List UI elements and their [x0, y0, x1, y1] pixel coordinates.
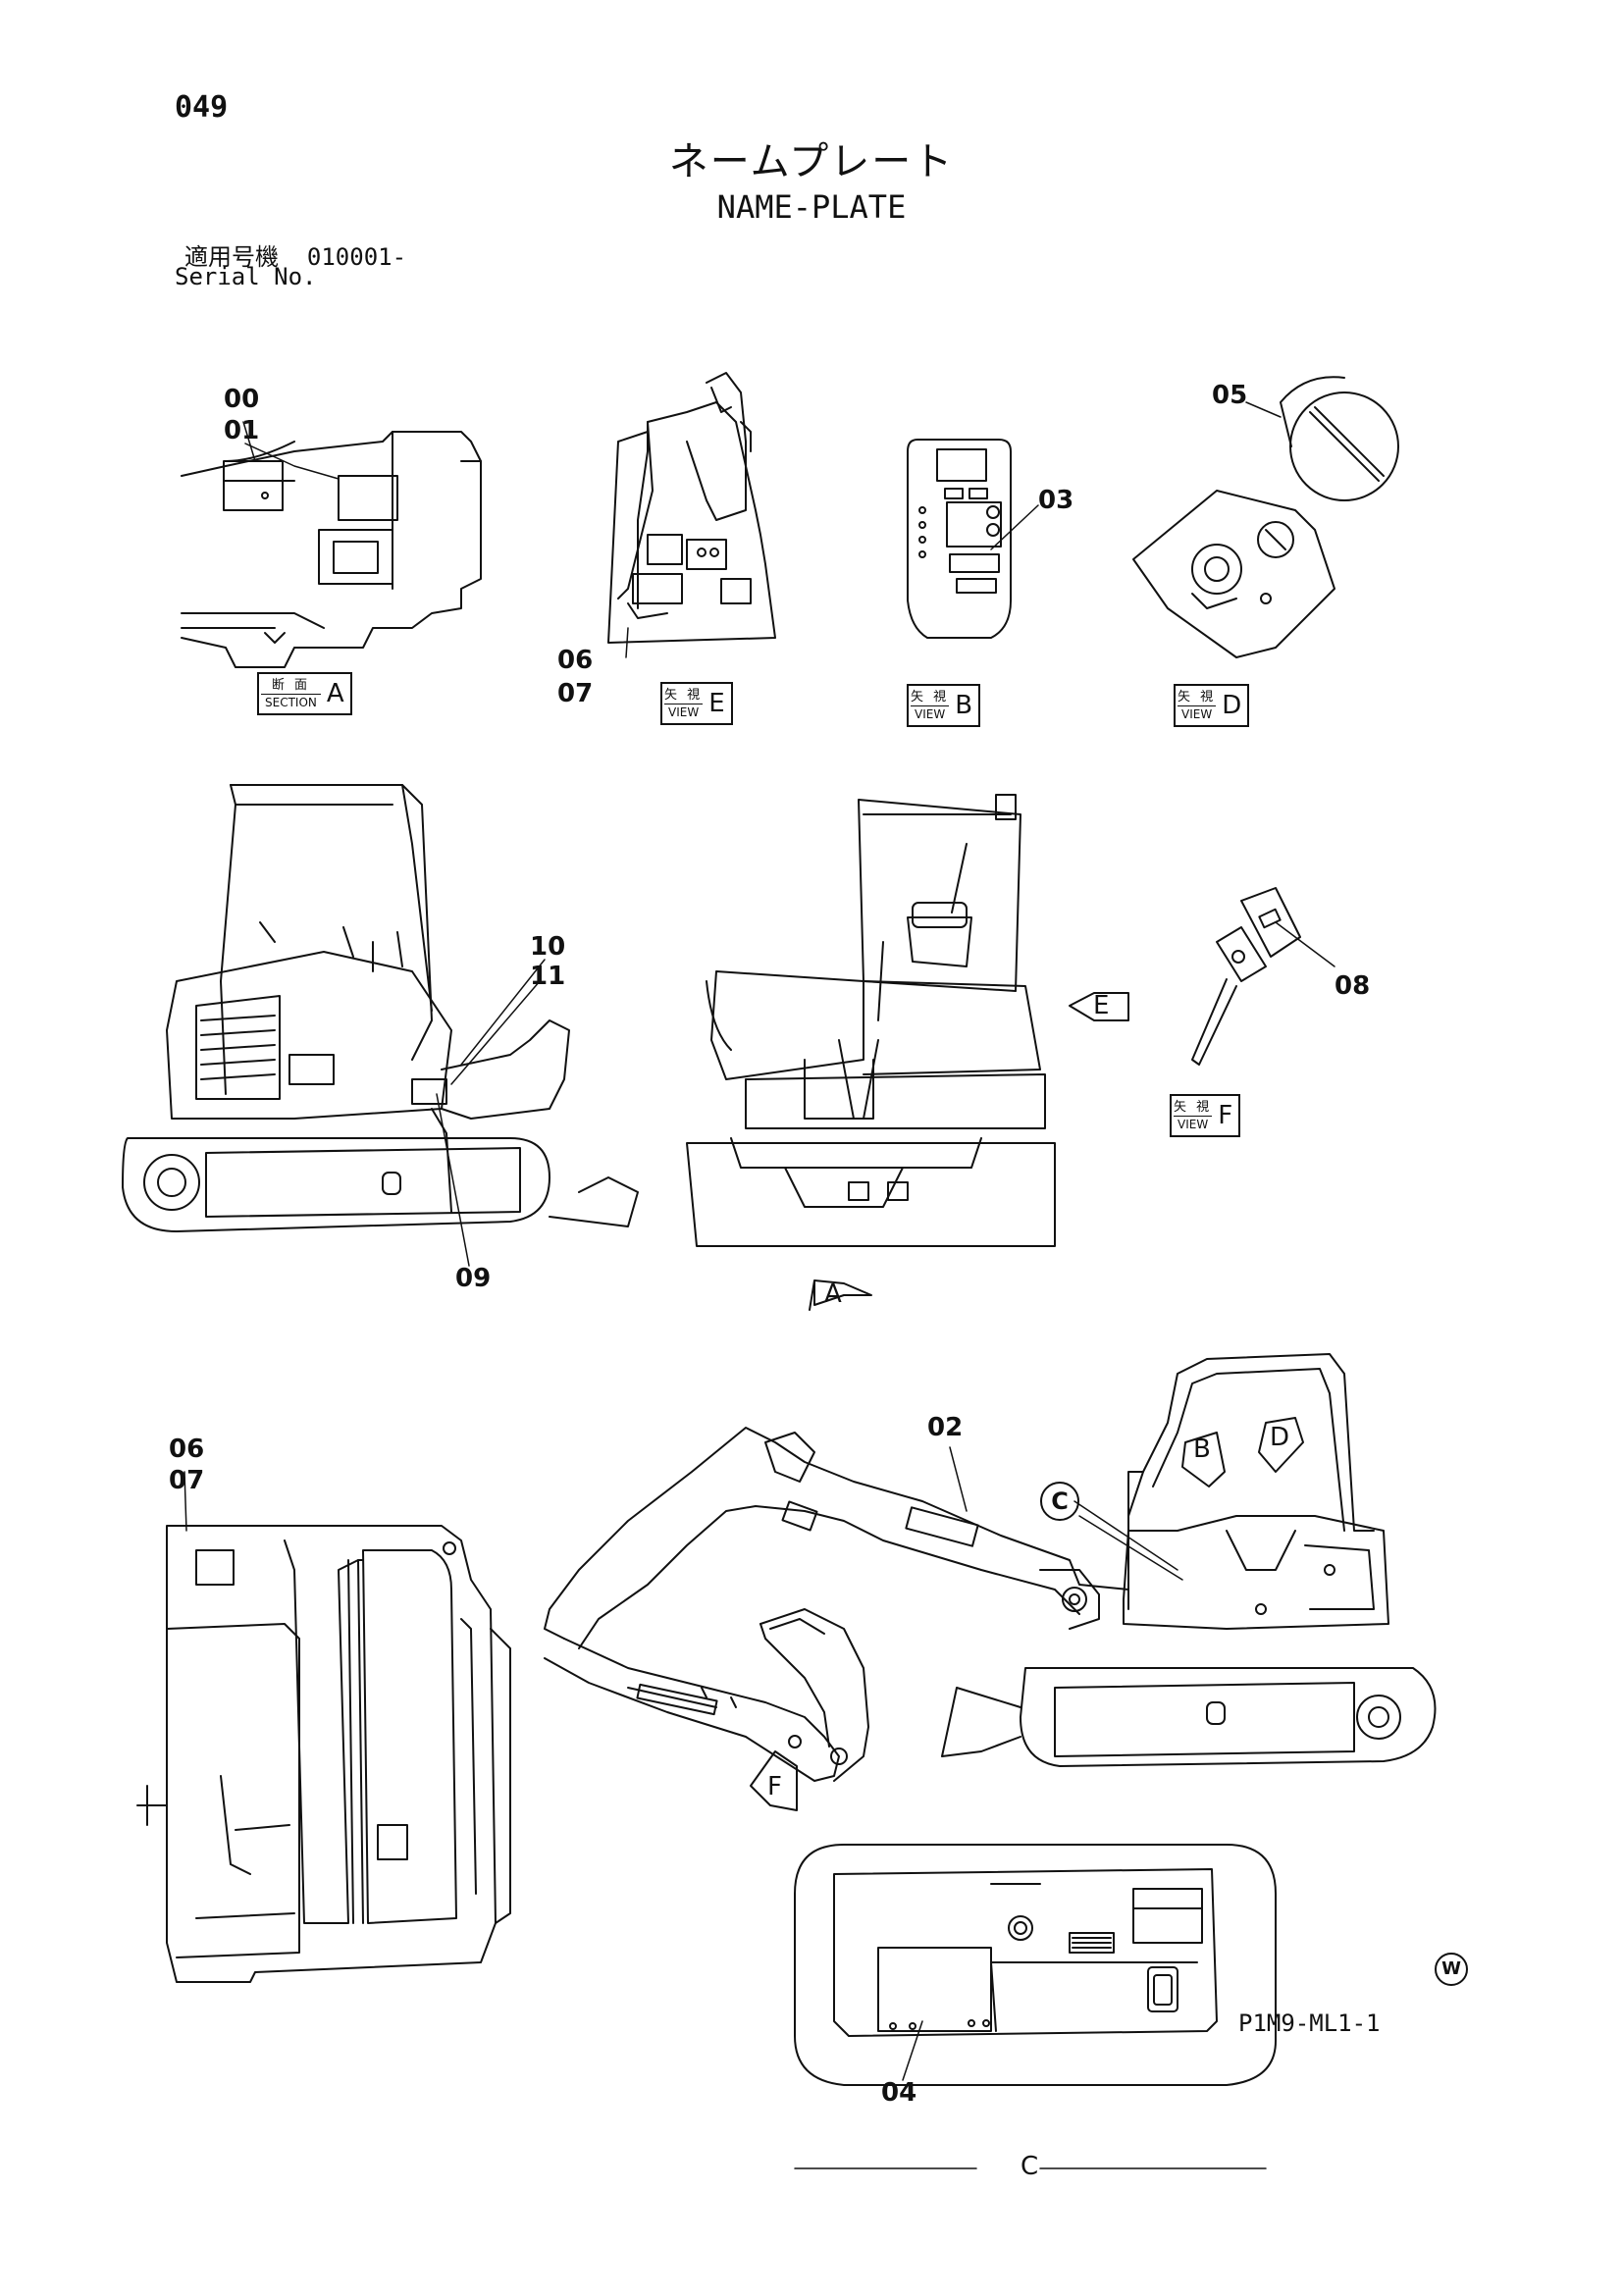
serial-label-en: Serial No.: [175, 263, 317, 290]
callout-06-cab: 06: [169, 1435, 205, 1464]
section-a-top: 断 面: [271, 678, 310, 693]
callout-09: 09: [455, 1264, 492, 1293]
callout-03: 03: [1038, 486, 1074, 515]
callout-11: 11: [530, 962, 566, 991]
callout-10: 10: [530, 932, 566, 962]
drawing-reference: P1M9-ML1-1: [1238, 2009, 1381, 2037]
callout-07-cab: 07: [169, 1466, 205, 1495]
leader-lines: [184, 402, 1335, 2168]
arrow-a-letter: A: [824, 1279, 842, 1309]
view-f-drawing: [1192, 888, 1300, 1065]
callout-00: 00: [224, 385, 260, 414]
view-b-letter: B: [955, 691, 973, 720]
view-b-top: 矢 視: [911, 690, 950, 704]
serial-line-jp: 適用号機 010001-: [184, 237, 406, 272]
front-view-drawing: [687, 795, 1055, 1246]
view-f-letter: F: [1218, 1101, 1233, 1130]
callout-02: 02: [927, 1413, 964, 1442]
view-e-bottom: VIEW: [664, 704, 704, 719]
callout-05: 05: [1212, 381, 1248, 410]
callout-07-view-e: 07: [557, 679, 594, 708]
section-a-bottom: SECTION: [261, 694, 321, 709]
detail-c-drawing: [795, 1845, 1276, 2085]
arrow-shapes: [751, 993, 1303, 1810]
circle-c-marker: C: [1040, 1482, 1079, 1521]
view-d-bottom: VIEW: [1178, 705, 1217, 721]
callout-01: 01: [224, 416, 260, 445]
view-f-bottom: VIEW: [1174, 1116, 1213, 1131]
section-a-letter: A: [326, 679, 344, 708]
view-b-bottom: VIEW: [911, 705, 950, 721]
arrow-b-letter: B: [1193, 1435, 1211, 1464]
full-excavator-drawing: [545, 1354, 1436, 1781]
arrow-e-letter: E: [1093, 991, 1110, 1020]
serial-value: 010001-: [306, 243, 407, 271]
page-title-en: NAME-PLATE: [716, 188, 907, 226]
view-f-top: 矢 視: [1174, 1100, 1213, 1115]
callout-08: 08: [1335, 971, 1371, 1001]
serial-label-jp: 適用号機: [184, 243, 279, 271]
view-d-drawing: [1133, 377, 1398, 657]
arrow-d-letter: D: [1270, 1423, 1290, 1452]
callout-04: 04: [881, 2078, 917, 2108]
view-d-top: 矢 視: [1178, 690, 1217, 704]
view-b-drawing: [908, 440, 1011, 638]
view-e-top: 矢 視: [664, 688, 704, 703]
view-d-letter: D: [1222, 691, 1242, 720]
section-a-drawing: [182, 432, 481, 667]
page-number: 049: [175, 90, 229, 125]
view-e-letter: E: [708, 689, 725, 718]
cab-detail-drawing: [137, 1526, 510, 1982]
detail-c-label: C: [1021, 2152, 1039, 2181]
side-view-drawing: [123, 785, 638, 1231]
page-title-jp: ネームプレート: [668, 139, 955, 184]
callout-06-view-e: 06: [557, 646, 594, 675]
view-e-drawing: [608, 373, 775, 643]
arrow-f-letter: F: [767, 1772, 782, 1801]
w-mark-icon: W: [1435, 1953, 1468, 1986]
